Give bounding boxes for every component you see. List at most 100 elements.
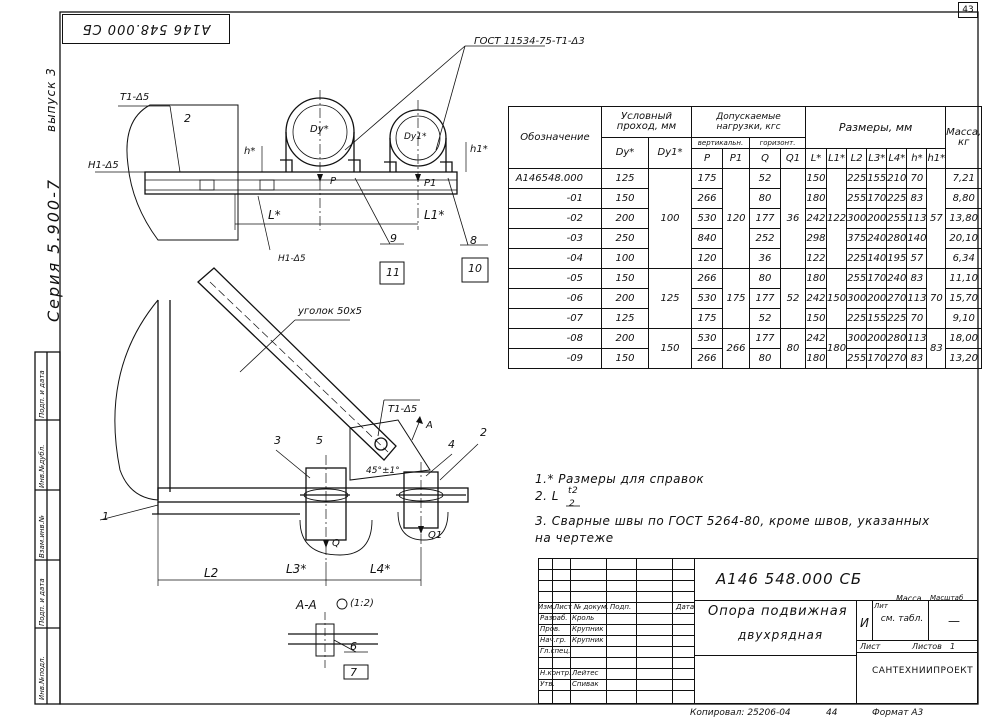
spec-cell: 225 [846, 248, 868, 269]
spec-cell: 52 [780, 268, 806, 329]
callout-2-front: 2 [480, 426, 487, 439]
spec-cell: 170 [866, 268, 888, 289]
spec-cell: 200 [601, 208, 649, 229]
spec-cell: 177 [749, 288, 781, 309]
h-p: P [691, 148, 723, 169]
h-vert: вертикальн. [691, 137, 750, 149]
spec-cell: 177 [749, 208, 781, 229]
dim-L4: L4* [370, 562, 391, 576]
tb-copied: Копировал: 25206-04 [690, 708, 791, 718]
tb-lit-h: Лит [874, 602, 888, 610]
spec-cell: 180 [805, 188, 827, 209]
notes: 1.* Размеры для справок 2. L t2 2 3. Сва… [535, 472, 930, 548]
spec-cell: А146548.000 [508, 168, 602, 189]
tb-name-1: Кроль [572, 614, 595, 622]
callout-10: 10 [468, 262, 482, 275]
spec-cell: 83 [906, 268, 928, 289]
spec-cell: 170 [866, 348, 888, 369]
callout-3: 3 [274, 434, 281, 447]
spec-cell: -09 [508, 348, 602, 369]
spec-cell: -04 [508, 248, 602, 269]
spec-cell: 200 [866, 328, 888, 349]
issue-label: выпуск 3 [44, 67, 58, 132]
spec-cell: 20,10 [945, 228, 983, 249]
spec-cell: 83 [926, 328, 947, 369]
spec-cell: 150 [805, 308, 827, 329]
spec-cell: -07 [508, 308, 602, 329]
spec-cell: 52 [749, 308, 781, 329]
tb-org: САНТЕХНИИПРОЕКТ [872, 666, 974, 676]
callout-4: 4 [448, 438, 455, 451]
tb-copied-n: 44 [826, 708, 838, 718]
section-mark-a: А [426, 420, 433, 431]
spec-cell: 530 [691, 288, 723, 309]
spec-cell: 255 [886, 208, 908, 229]
spec-cell: 57 [926, 168, 947, 269]
spec-cell: 255 [846, 268, 868, 289]
spec-cell: 113 [906, 328, 928, 349]
spec-cell: 140 [866, 248, 888, 269]
spec-cell: 225 [846, 308, 868, 329]
series-label: Серия 5.900-7 [44, 177, 63, 322]
spec-cell: 125 [601, 168, 649, 189]
note-2: 2. L t2 2 [535, 486, 930, 511]
spec-cell: 240 [866, 228, 888, 249]
dim-dy1: Dy1* [404, 132, 427, 142]
wall-outline-front [114, 299, 159, 501]
weld-h1-label: Н1-Δ5 [88, 160, 119, 171]
spec-cell: 840 [691, 228, 723, 249]
spec-cell: 300 [846, 208, 868, 229]
tb-scale-h: Масштаб [930, 594, 964, 602]
dim-h: h* [244, 146, 256, 157]
h-loads: Допускаемые нагрузки, кгс [691, 106, 806, 138]
side-cell-5: Подп. и дата [38, 370, 46, 418]
spec-cell: 15,70 [945, 288, 983, 309]
h-h1: h1* [926, 148, 947, 169]
h-dy: Dy* [601, 137, 649, 169]
note-2-num-top: t2 [568, 486, 579, 496]
spec-cell: 530 [691, 328, 723, 349]
spec-cell: 120 [691, 248, 723, 269]
spec-cell: 80 [749, 188, 781, 209]
spec-cell: 195 [886, 248, 908, 269]
doc-code-top: А146 548.000 СБ [62, 14, 230, 44]
tb-role-5: Н.контр. [540, 669, 572, 677]
section-title: А-А [296, 598, 317, 612]
spec-cell: -06 [508, 288, 602, 309]
spec-cell: 180 [805, 348, 827, 369]
dim-L3: L3* [286, 562, 307, 576]
title-block [538, 558, 978, 704]
spec-cell: 255 [846, 348, 868, 369]
spec-cell: 175 [691, 308, 723, 329]
tb-role-1: Разраб. [540, 614, 568, 622]
spec-cell: 150 [601, 348, 649, 369]
spec-cell: 200 [601, 328, 649, 349]
h-nominal: Условный проход, мм [601, 106, 692, 138]
weld-t1-label: Т1-Δ5 [120, 92, 150, 103]
note-3b: на чертеже [535, 531, 614, 545]
h-L4: L4* [886, 148, 908, 169]
spec-cell: 80 [749, 348, 781, 369]
spec-cell: 255 [846, 188, 868, 209]
spec-cell: 36 [749, 248, 781, 269]
spec-cell: 83 [906, 348, 928, 369]
tb-scale: — [948, 614, 960, 628]
side-cell-4: Инв.№дубл. [38, 444, 46, 488]
callout-5: 5 [316, 434, 323, 447]
spec-cell: 200 [866, 288, 888, 309]
angle-45-label: 45°±1° [366, 466, 400, 476]
spec-cell: 266 [691, 348, 723, 369]
spec-cell: 200 [601, 288, 649, 309]
side-cell-3: Взам.инв.№ [38, 514, 46, 558]
tb-lit: И [860, 616, 869, 630]
spec-cell: 225 [886, 308, 908, 329]
dim-dy: Dy* [310, 124, 329, 135]
h-p1: P1 [722, 148, 750, 169]
spec-cell: 150 [648, 328, 692, 369]
tb-h-date: Дата [676, 603, 695, 611]
